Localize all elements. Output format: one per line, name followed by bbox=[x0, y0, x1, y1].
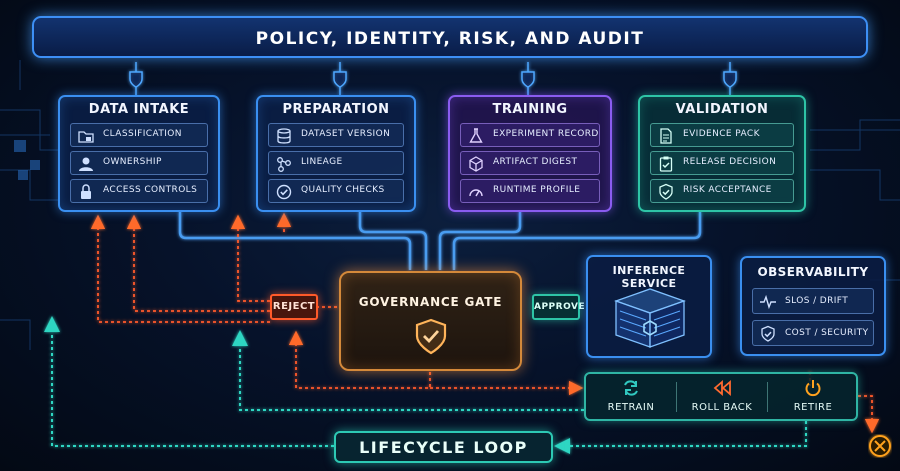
action-label: RETIRE bbox=[793, 402, 833, 413]
database-icon bbox=[277, 128, 291, 144]
item-label: RISK ACCEPTANCE bbox=[683, 185, 772, 195]
item-label: EVIDENCE PACK bbox=[683, 129, 760, 139]
banner-title: POLICY, IDENTITY, RISK, AND AUDIT bbox=[255, 29, 645, 49]
item-label: ARTIFACT DIGEST bbox=[493, 157, 578, 167]
item-risk-acceptance[interactable]: RISK ACCEPTANCE bbox=[650, 179, 794, 203]
stage-title: DATA INTAKE bbox=[88, 102, 190, 117]
item-dataset-version[interactable]: DATASET VERSION bbox=[268, 123, 404, 147]
item-access-controls[interactable]: ACCESS CONTROLS bbox=[70, 179, 208, 203]
banner-shields bbox=[129, 62, 737, 95]
pulse-icon bbox=[760, 294, 776, 310]
gauge-icon bbox=[469, 189, 483, 197]
roll-back-button[interactable]: ROLL BACK bbox=[677, 374, 767, 419]
item-evidence-pack[interactable]: EVIDENCE PACK bbox=[650, 123, 794, 147]
item-label: OWNERSHIP bbox=[103, 157, 162, 167]
stage-title: TRAINING bbox=[492, 102, 568, 117]
clipboard-check-icon bbox=[659, 156, 673, 172]
item-label: EXPERIMENT RECORD bbox=[493, 129, 599, 139]
item-label: COST / SECURITY bbox=[785, 328, 869, 338]
item-label: QUALITY CHECKS bbox=[301, 185, 385, 195]
item-quality-checks[interactable]: QUALITY CHECKS bbox=[268, 179, 404, 203]
item-label: RUNTIME PROFILE bbox=[493, 185, 581, 195]
item-cost-security[interactable]: COST / SECURITY bbox=[752, 320, 874, 346]
approve-label: APPROVE bbox=[534, 302, 586, 312]
action-label: RETRAIN bbox=[607, 402, 655, 413]
shield-check-icon bbox=[415, 318, 447, 355]
item-label: ACCESS CONTROLS bbox=[103, 185, 198, 195]
reject-button[interactable]: REJECT bbox=[270, 294, 318, 320]
shield-icon bbox=[333, 71, 347, 88]
shield-check-icon bbox=[659, 183, 673, 200]
retire-button[interactable]: RETIRE bbox=[768, 374, 858, 419]
lifecycle-loop-path bbox=[44, 316, 807, 454]
rewind-icon bbox=[713, 380, 731, 396]
reject-label: REJECT bbox=[272, 301, 316, 312]
divider bbox=[676, 382, 677, 412]
inference-service[interactable]: INFERENCE SERVICE bbox=[586, 255, 712, 358]
item-label: SLOS / DRIFT bbox=[785, 296, 849, 306]
item-ownership[interactable]: OWNERSHIP bbox=[70, 151, 208, 175]
divider bbox=[767, 382, 768, 412]
policy-banner: POLICY, IDENTITY, RISK, AND AUDIT bbox=[32, 16, 868, 58]
lineage-icon bbox=[277, 157, 291, 172]
item-artifact-digest[interactable]: ARTIFACT DIGEST bbox=[460, 151, 600, 175]
gate-title: GOVERNANCE GATE bbox=[358, 295, 503, 309]
lifecycle-loop: LIFECYCLE LOOP bbox=[334, 431, 553, 463]
observability-title: OBSERVABILITY bbox=[757, 265, 869, 279]
decor-cubes bbox=[14, 140, 40, 180]
shield-icon bbox=[723, 71, 737, 88]
check-circle-icon bbox=[276, 184, 292, 200]
action-label: ROLL BACK bbox=[691, 402, 753, 413]
item-label: CLASSIFICATION bbox=[103, 129, 182, 139]
item-slos-drift[interactable]: SLOS / DRIFT bbox=[752, 288, 874, 314]
shield-icon bbox=[521, 71, 535, 88]
shield-icon bbox=[129, 71, 143, 88]
lifecycle-actions: RETRAIN ROLL BACK RETIRE bbox=[584, 372, 858, 421]
gate-feeds bbox=[178, 212, 702, 270]
item-label: DATASET VERSION bbox=[301, 129, 391, 139]
item-release-decision[interactable]: RELEASE DECISION bbox=[650, 151, 794, 175]
stage-data-intake[interactable]: DATA INTAKE CLASSIFICATION OWNERSHIP ACC… bbox=[58, 95, 220, 212]
approve-button[interactable]: APPROVE bbox=[532, 294, 585, 320]
flask-icon bbox=[469, 128, 483, 143]
folder-lock-icon bbox=[78, 131, 94, 143]
document-icon bbox=[660, 128, 672, 144]
shield-check-icon bbox=[761, 325, 775, 342]
loop-title: LIFECYCLE LOOP bbox=[359, 438, 528, 457]
stage-preparation[interactable]: PREPARATION DATASET VERSION LINEAGE QUAL… bbox=[256, 95, 416, 212]
item-label: LINEAGE bbox=[301, 157, 343, 167]
item-lineage[interactable]: LINEAGE bbox=[268, 151, 404, 175]
item-label: RELEASE DECISION bbox=[683, 157, 777, 167]
observability-panel[interactable]: OBSERVABILITY SLOS / DRIFT COST / SECURI… bbox=[740, 256, 886, 356]
stage-title: PREPARATION bbox=[282, 102, 390, 117]
refresh-icon bbox=[624, 380, 638, 396]
server-rack-icon bbox=[614, 288, 686, 348]
terminate-icon bbox=[869, 435, 891, 457]
lock-icon bbox=[81, 184, 91, 199]
power-icon bbox=[805, 380, 821, 397]
circuit-traces bbox=[0, 60, 900, 350]
item-runtime-profile[interactable]: RUNTIME PROFILE bbox=[460, 179, 600, 203]
stage-title: VALIDATION bbox=[675, 102, 769, 117]
governance-gate[interactable]: GOVERNANCE GATE bbox=[339, 271, 522, 371]
stage-validation[interactable]: VALIDATION EVIDENCE PACK RELEASE DECISIO… bbox=[638, 95, 806, 212]
stage-training[interactable]: TRAINING EXPERIMENT RECORD ARTIFACT DIGE… bbox=[448, 95, 612, 212]
inference-title: INFERENCE SERVICE bbox=[612, 264, 686, 290]
cube-icon bbox=[469, 156, 483, 172]
item-experiment-record[interactable]: EXPERIMENT RECORD bbox=[460, 123, 600, 147]
retrain-button[interactable]: RETRAIN bbox=[586, 374, 676, 419]
item-classification[interactable]: CLASSIFICATION bbox=[70, 123, 208, 147]
user-icon bbox=[79, 157, 93, 171]
